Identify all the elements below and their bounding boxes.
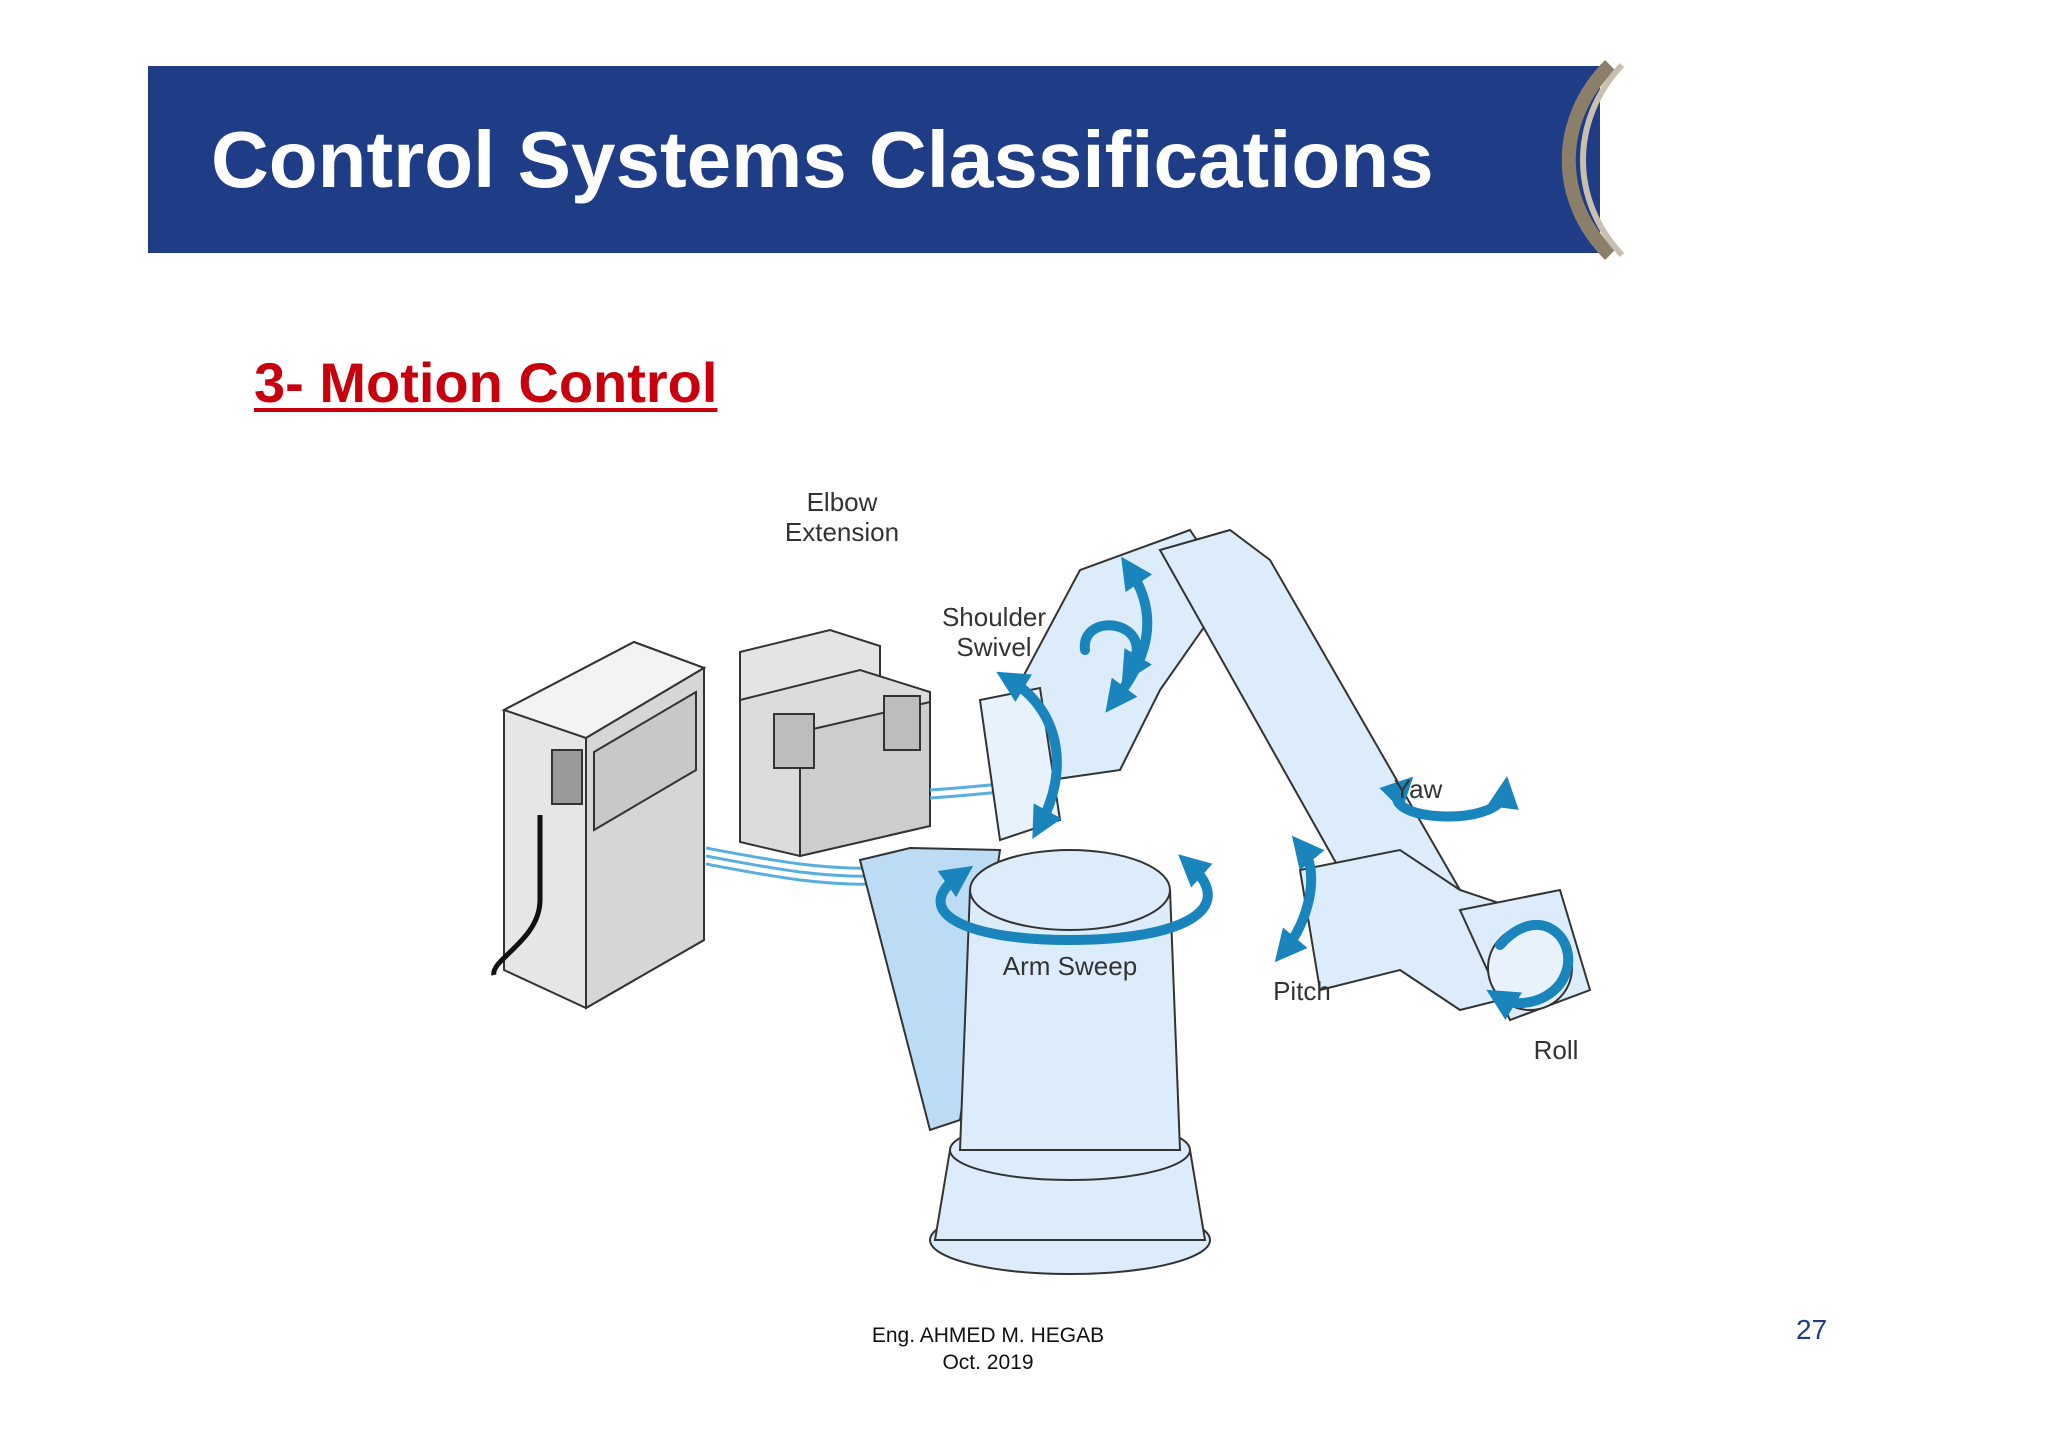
pendant-cable (491, 815, 543, 976)
title-band-curve-ornament (1561, 60, 1625, 260)
motion-arrows (935, 556, 1574, 1020)
title-band (148, 66, 1600, 253)
elbow-hook-arrow (1079, 620, 1152, 684)
arm-sweep-arrow (935, 854, 1213, 946)
power-unit (739, 628, 931, 858)
yaw-label: Yaw (1394, 774, 1443, 804)
arm-sweep-label: Arm Sweep (1003, 951, 1137, 981)
footer-author: Eng. AHMED M. HEGAB (871, 1324, 1105, 1347)
footer-date: Oct. 2019 (942, 1351, 1034, 1374)
elbow-label-line1: Elbow (807, 487, 878, 517)
roll-label: Roll (1534, 1035, 1579, 1065)
elbow-label-line2: Extension (785, 517, 899, 547)
wrist-assembly (1298, 848, 1592, 1022)
slide-title: Control Systems Classifications (211, 115, 1434, 204)
shoulder-swivel-arrow (996, 671, 1062, 840)
pitch-arrow (1274, 835, 1325, 963)
section-heading: 3- Motion Control (254, 351, 718, 414)
page-number: 27 (1796, 1314, 1828, 1345)
yaw-arrow (1379, 776, 1519, 822)
pitch-label: Pitch (1273, 976, 1331, 1006)
robot-arm-diagram: Elbow Extension Shoulder Swivel Yaw Arm … (491, 487, 1592, 1275)
shoulder-label-line1: Shoulder (942, 602, 1046, 632)
shoulder-label-line2: Swivel (956, 632, 1031, 662)
slide-footer: Eng. AHMED M. HEGAB Oct. 2019 (838, 1322, 1138, 1376)
roll-arrow (1486, 920, 1574, 1020)
robot-base (929, 849, 1211, 1275)
controller-cabinet (501, 640, 707, 1010)
